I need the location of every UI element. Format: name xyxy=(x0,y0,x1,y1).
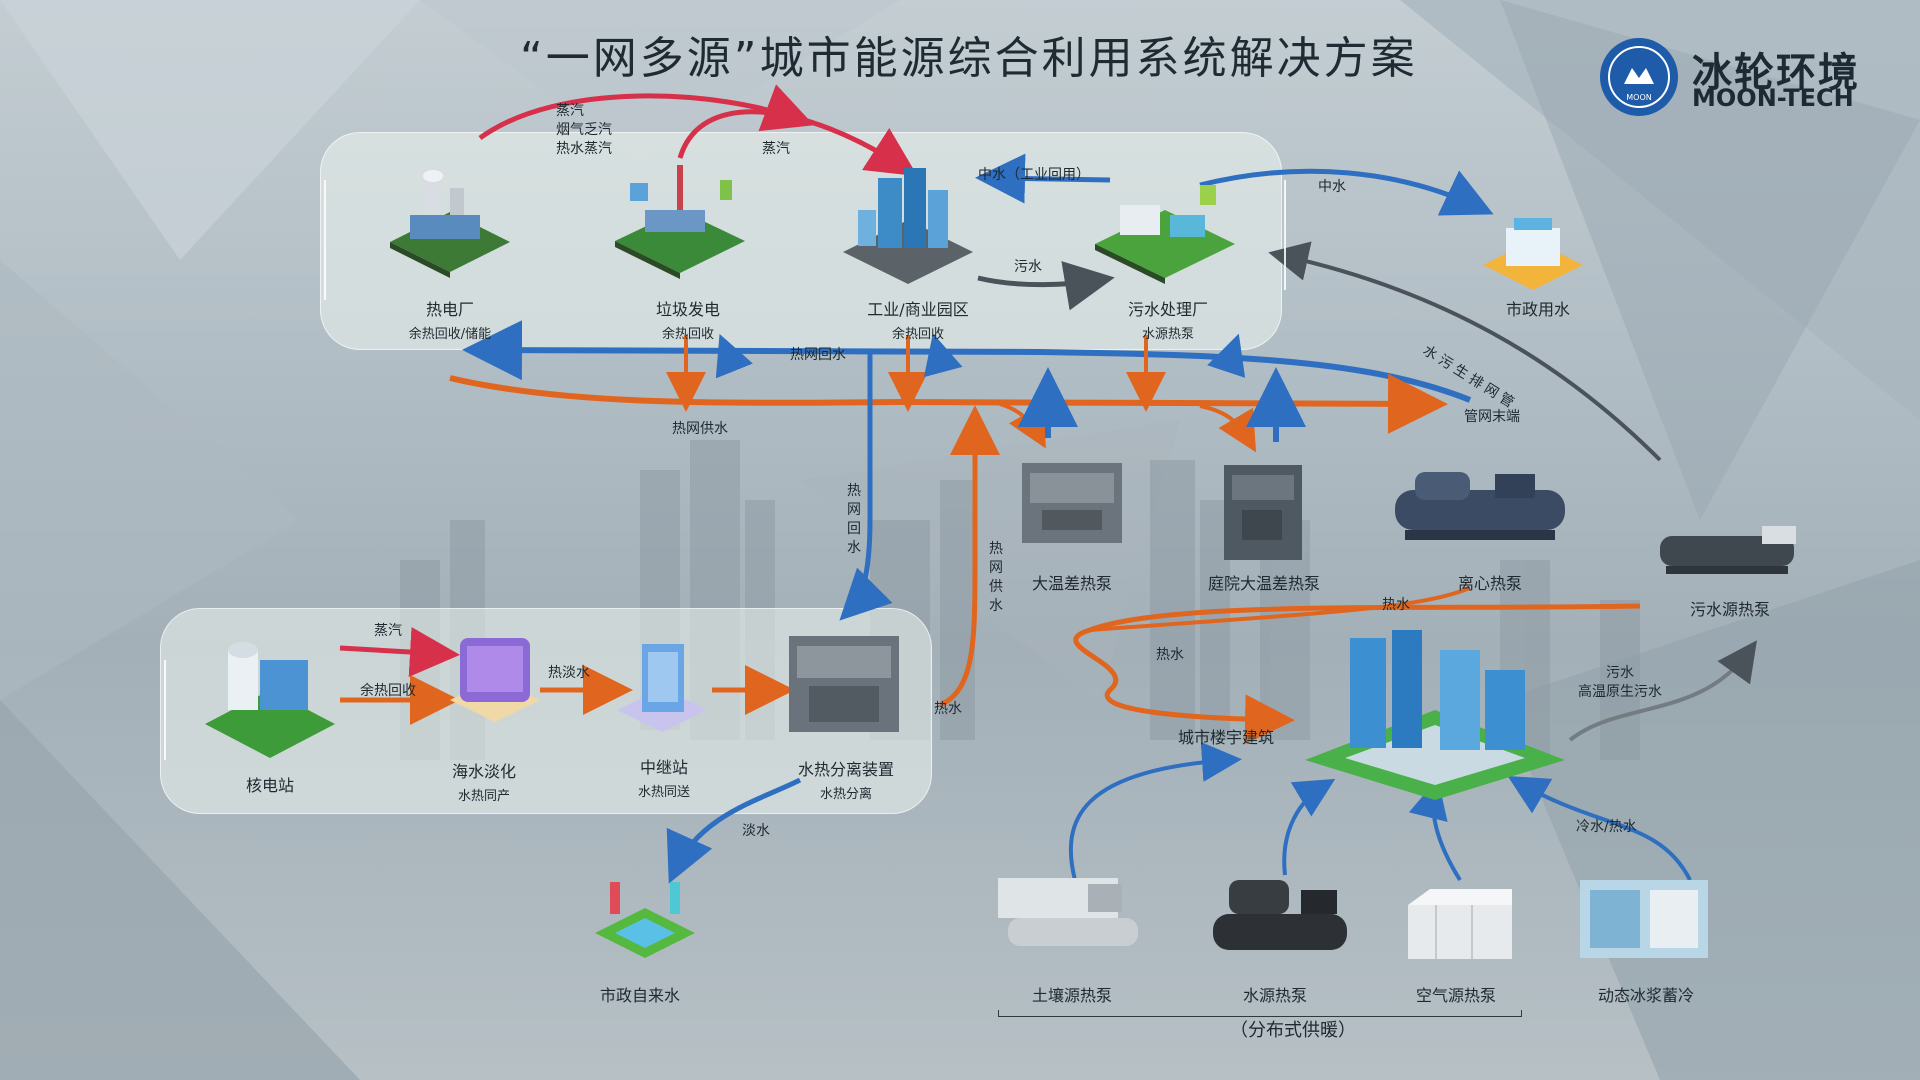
desalination-icon xyxy=(450,638,540,722)
node-separator: 水热分离装置水热分离 xyxy=(797,760,895,802)
brand-name-en: MOON-TECH xyxy=(1692,84,1854,112)
node-sewage-source-pump: 污水源热泵 xyxy=(1689,600,1771,619)
city-buildings-icon xyxy=(1305,630,1565,800)
node-tap-water: 市政自来水 xyxy=(599,986,681,1005)
flow-hot-return-vertical: 热网回水 xyxy=(847,483,861,556)
vertical-supply xyxy=(938,405,1000,708)
page-title: “一网多源”城市能源综合利用系统解决方案 xyxy=(520,33,1418,84)
flow-hot-return: 热网回水 xyxy=(790,347,846,363)
separator-icon xyxy=(789,636,899,732)
power-plant-icon xyxy=(390,170,510,278)
node-large-dt-pump: 大温差热泵 xyxy=(1031,574,1113,593)
distributed-label: （分布式供暖） xyxy=(1230,1020,1356,1041)
return-main xyxy=(462,320,1472,403)
distributed-bracket xyxy=(998,1010,1522,1017)
flow-sewage-right: 污水 高温原生污水 xyxy=(1578,665,1662,700)
centrifugal-pump-icon xyxy=(1395,472,1565,540)
sewage-arrow xyxy=(977,261,1115,311)
tap-water-icon xyxy=(595,882,695,958)
flow-cool-hot: 冷水/热水 xyxy=(1576,819,1637,835)
node-sewage-plant: 污水处理厂水源热泵 xyxy=(1127,300,1209,342)
reclaim-water-arrow-2 xyxy=(1199,168,1494,216)
flow-hot-supply-vertical: 热网供水 xyxy=(989,541,1003,614)
water-pump-icon xyxy=(1213,880,1347,950)
node-centrifugal-pump: 离心热泵 xyxy=(1457,574,1523,593)
waste-power-icon xyxy=(615,165,745,279)
flow-sewage: 污水 xyxy=(1014,259,1042,275)
reclaim-water-arrow xyxy=(975,153,1111,204)
flow-fresh-water: 淡水 xyxy=(742,823,770,839)
flow-waste-heat: 余热回收 xyxy=(360,683,416,699)
node-municipal-water: 市政用水 xyxy=(1505,300,1571,319)
municipal-water-icon xyxy=(1483,218,1583,290)
flow-hot-supply: 热网供水 xyxy=(672,421,728,437)
node-courtyard-pump: 庭院大温差热泵 xyxy=(1207,574,1321,593)
sewage-up-arrow xyxy=(1568,640,1757,742)
steam-arc xyxy=(478,84,815,141)
hot-water-city xyxy=(1073,603,1641,745)
flow-reclaim-water-2: 中水 xyxy=(1318,179,1346,195)
air-pump-icon xyxy=(1408,889,1512,959)
heat-pump-icon xyxy=(1022,463,1122,543)
flow-pipe-end: 管网末端 xyxy=(1464,409,1520,425)
node-desal: 海水淡化水热同产 xyxy=(451,762,517,804)
flow-steam-mid: 蒸汽 xyxy=(762,141,790,157)
flow-hot-fresh: 热淡水 xyxy=(548,665,590,681)
flow-hot-water-1: 热水 xyxy=(1382,597,1410,613)
soil-pump-icon xyxy=(998,878,1138,946)
moon-logo-icon: MOON xyxy=(1600,38,1678,116)
sewage-pump-icon xyxy=(1660,526,1796,574)
steam-arc-2 xyxy=(677,109,918,177)
flow-reclaim-water: 中水（工业回用） xyxy=(978,167,1090,183)
node-thermal-plant: 热电厂余热回收/储能 xyxy=(408,300,492,342)
flow-hot-water-3: 热水 xyxy=(934,701,962,717)
relay-station-icon xyxy=(617,644,707,732)
sewage-network-arrow xyxy=(1268,241,1662,462)
node-water-pump: 水源热泵 xyxy=(1242,986,1308,1005)
flow-steam-top: 蒸汽 烟气乏汽 热水蒸汽 xyxy=(556,103,612,157)
node-ice-storage: 动态冰浆蓄冷 xyxy=(1597,986,1695,1005)
node-soil-pump: 土壤源热泵 xyxy=(1031,986,1113,1005)
brand-logo: MOON 冰轮环境 MOON-TECH xyxy=(1600,38,1900,118)
industrial-park-icon xyxy=(843,168,973,284)
brand-name-cn: 冰轮环境 xyxy=(1692,50,1860,96)
node-air-pump: 空气源热泵 xyxy=(1415,986,1497,1005)
node-relay: 中继站水热同送 xyxy=(637,758,691,800)
node-nuclear: 核电站 xyxy=(245,776,295,795)
heat-pump-icon xyxy=(1224,465,1302,560)
supply-main xyxy=(449,373,1448,434)
fresh-water-arrow xyxy=(666,777,802,884)
sewage-plant-icon xyxy=(1095,185,1235,284)
flow-steam-nuclear: 蒸汽 xyxy=(374,623,402,639)
vertical-return xyxy=(839,352,893,621)
logo-ring-text: MOON xyxy=(1626,93,1651,102)
node-waste-power: 垃圾发电余热回收 xyxy=(655,300,721,342)
flow-hot-water-2: 热水 xyxy=(1156,647,1184,663)
node-industrial-park: 工业/商业园区余热回收 xyxy=(867,300,969,342)
ice-storage-icon xyxy=(1580,880,1708,958)
nuclear-plant-icon xyxy=(205,642,335,758)
node-city-buildings: 城市楼宇建筑 xyxy=(1177,728,1275,747)
